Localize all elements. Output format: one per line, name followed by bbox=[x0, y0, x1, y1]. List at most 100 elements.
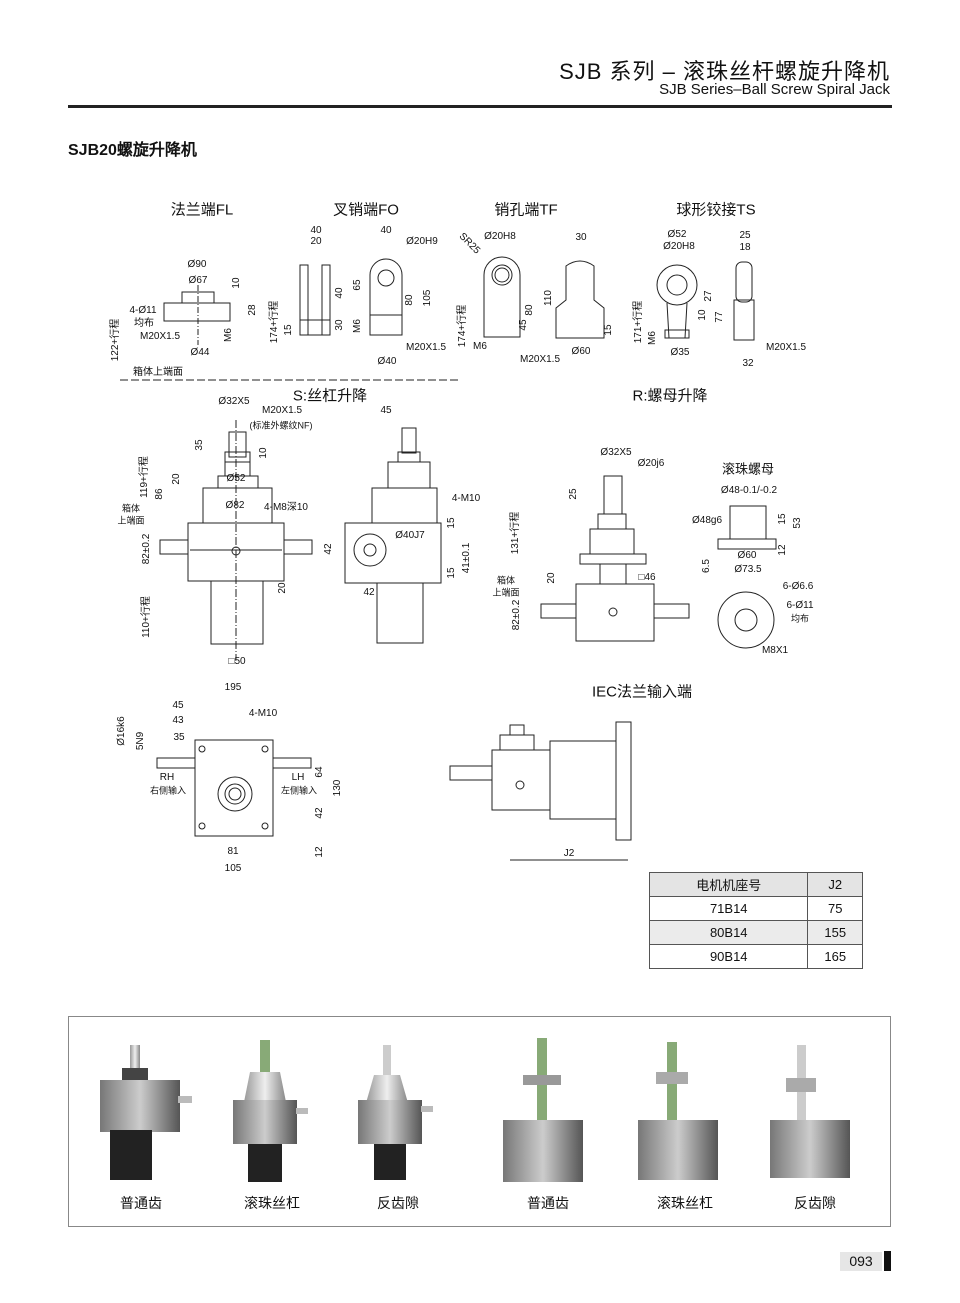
photo-label: 普通齿 bbox=[527, 1195, 569, 1211]
dimension-label: 箱体上端面 bbox=[133, 367, 183, 378]
dimension-label: 20 bbox=[310, 236, 322, 247]
dimension-label: 18 bbox=[739, 242, 751, 253]
header-divider bbox=[68, 105, 892, 108]
flange-end-drawing bbox=[120, 285, 460, 381]
product-photos-panel bbox=[68, 1016, 891, 1227]
dimension-label: 30 bbox=[575, 232, 587, 243]
table-cell: 80B14 bbox=[648, 920, 809, 945]
dimension-label: Ø60 bbox=[737, 550, 757, 561]
dimension-label: 4-M8深10 bbox=[264, 502, 308, 513]
dimension-label: 105 bbox=[224, 863, 242, 874]
dimension-label: Ø40J7 bbox=[395, 530, 425, 541]
dimension-label: Ø48-0.1/-0.2 bbox=[720, 485, 778, 496]
dimension-label: 40 bbox=[380, 225, 392, 236]
dimension-label: Ø60 bbox=[571, 346, 591, 357]
screw-lift-front-drawing bbox=[159, 420, 313, 660]
dimension-label: 4-M10 bbox=[451, 493, 481, 504]
dimension-label: M20X1.5 bbox=[519, 354, 561, 365]
dimension-label: 箱体 bbox=[496, 575, 516, 586]
dimension-label: Ø82 bbox=[225, 500, 245, 511]
dimension-label: Ø90 bbox=[187, 259, 207, 270]
dimension-label: Ø20H8 bbox=[663, 241, 695, 252]
dimension-label: 32 bbox=[742, 358, 754, 369]
dimension-label: 42 bbox=[363, 587, 375, 598]
ball-nut-drawing bbox=[717, 505, 777, 649]
dimension-label: 均布 bbox=[134, 318, 154, 329]
page-number: 093 bbox=[840, 1252, 882, 1271]
table-header: 电机机座号 bbox=[648, 872, 809, 897]
dimension-label: 195 bbox=[224, 682, 242, 693]
dimension-label: M20X1.5 bbox=[405, 342, 447, 353]
dimension-label: Ø40 bbox=[377, 356, 397, 367]
dimension-label: 40 bbox=[310, 225, 322, 236]
header-title-en: SJB Series–Ball Screw Spiral Jack bbox=[659, 81, 890, 98]
header-title-cn: SJB 系列 – 滚珠丝杆螺旋升降机 bbox=[559, 59, 890, 84]
table-cell: 71B14 bbox=[648, 896, 809, 921]
dimension-label: □50 bbox=[228, 656, 246, 667]
screw-lift-side-drawing bbox=[344, 427, 442, 644]
view-title-r: R:螺母升降 bbox=[632, 387, 708, 405]
dimension-label: LH bbox=[291, 772, 305, 783]
photo-standard-gear-s bbox=[100, 1045, 192, 1180]
table-cell: 165 bbox=[807, 944, 863, 969]
photo-ball-screw-s bbox=[233, 1040, 308, 1182]
view-title-s: S:丝杠升降 bbox=[292, 387, 368, 405]
view-title-tf: 销孔端TF bbox=[494, 201, 558, 219]
dimension-label: Ø35 bbox=[670, 347, 690, 358]
pin-end-drawing bbox=[483, 256, 605, 339]
top-view-drawing bbox=[156, 739, 312, 837]
dimension-label: 均布 bbox=[790, 613, 810, 624]
dimension-label: J2 bbox=[563, 848, 575, 859]
dimension-label: 6-Ø11 bbox=[786, 600, 814, 611]
dimension-label: Ø52 bbox=[667, 229, 687, 240]
section-title: SJB20螺旋升降机 bbox=[68, 142, 197, 159]
view-title-ts: 球形铰接TS bbox=[676, 201, 756, 219]
dimension-label: 43 bbox=[172, 715, 184, 726]
ball-joint-drawing bbox=[656, 261, 755, 341]
photo-label: 反齿隙 bbox=[377, 1195, 419, 1211]
dimension-label: M20X1.5 bbox=[261, 405, 303, 416]
dimension-label: Ø20H9 bbox=[406, 236, 438, 247]
table-cell: 75 bbox=[807, 896, 863, 921]
photo-anti-backlash-s bbox=[358, 1045, 433, 1180]
dimension-label: Ø44 bbox=[190, 347, 210, 358]
dimension-label: 45 bbox=[380, 405, 392, 416]
dimension-label: 81 bbox=[227, 846, 239, 857]
dimension-label: M6 bbox=[473, 341, 487, 352]
photo-anti-backlash-r bbox=[770, 1045, 850, 1178]
dimension-label: 25 bbox=[739, 230, 751, 241]
dimension-label: 6-Ø6.6 bbox=[782, 581, 814, 592]
dimension-label: 箱体 bbox=[121, 503, 141, 514]
dimension-label: 45 bbox=[172, 700, 184, 711]
dimension-label: Ø73.5 bbox=[734, 564, 762, 575]
iec-flange-drawing bbox=[449, 721, 632, 861]
technical-drawings bbox=[120, 256, 777, 861]
dimension-label: Ø52 bbox=[226, 473, 246, 484]
photo-label: 普通齿 bbox=[120, 1195, 162, 1211]
dimension-label: Ø48g6 bbox=[691, 515, 723, 526]
photo-standard-gear-r bbox=[503, 1038, 583, 1182]
dimension-label: 4-M10 bbox=[248, 708, 278, 719]
dimension-label: M20X1.5 bbox=[765, 342, 807, 353]
view-title-iec: IEC法兰输入端 bbox=[591, 683, 693, 701]
dimension-label: Ø20H8 bbox=[484, 231, 516, 242]
photo-label: 反齿隙 bbox=[794, 1195, 836, 1211]
dimension-label: 上端面 bbox=[492, 587, 520, 598]
dimension-label: 右侧输入 bbox=[149, 785, 187, 796]
dimension-label: RH bbox=[159, 772, 175, 783]
fork-end-drawing bbox=[299, 258, 403, 336]
dimension-label: 上端面 bbox=[117, 515, 145, 526]
dimension-label: Ø20j6 bbox=[637, 458, 665, 469]
view-title-fo: 叉销端FO bbox=[333, 201, 399, 219]
view-title-nut: 滚珠螺母 bbox=[721, 461, 775, 477]
photo-label: 滚珠丝杠 bbox=[244, 1195, 300, 1211]
dimension-label: Ø67 bbox=[188, 275, 208, 286]
nut-lift-drawing bbox=[540, 475, 690, 642]
photo-ball-screw-r bbox=[638, 1042, 718, 1180]
dimension-label: 左侧输入 bbox=[280, 785, 318, 796]
